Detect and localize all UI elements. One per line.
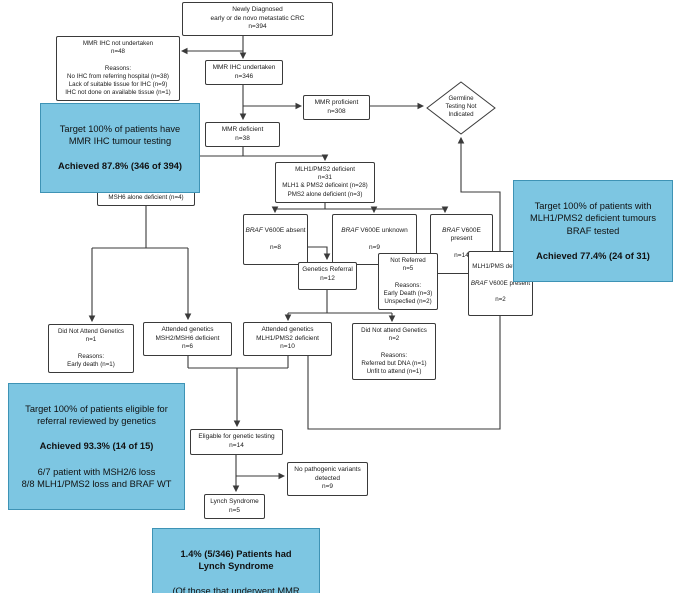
callout-genetics-review-target: Target 100% of patients eligible for ref… <box>8 383 185 511</box>
braf-unknown-count: n=9 <box>368 243 381 251</box>
connector-n2-to-diamond <box>457 136 501 260</box>
germline-decision-diamond <box>426 81 496 135</box>
node-genetics-referral: Genetics Referral n=12 <box>298 262 357 290</box>
mlh1-pms-braf-label: BRAF V600E present <box>470 279 531 287</box>
callout-detail: 6/7 patient with MSH2/6 loss 8/8 MLH1/PM… <box>21 466 172 490</box>
node-did-not-attend-2: Did Not attend Genetics n=2 Reasons: Ref… <box>352 323 436 381</box>
braf-present-label: BRAF V600E present <box>442 226 481 243</box>
callout-detail: (Of those that underwent MMR IHC tumour … <box>172 586 300 593</box>
callout-lynch-rate: 1.4% (5/346) Patients had Lynch Syndrome… <box>152 528 320 593</box>
braf-absent-count: n=8 <box>269 243 282 251</box>
node-mmr-ihc-not-undertaken: MMR IHC not undertaken n=48 Reasons: No … <box>56 36 180 102</box>
node-mmr-proficient: MMR proficient n=308 <box>303 95 370 121</box>
node-did-not-attend-1: Did Not Attend Genetics n=1 Reasons: Ear… <box>48 324 134 374</box>
node-germline-not-indicated: Germline Testing Not Indicated <box>445 95 477 119</box>
braf-present-count: n=14 <box>454 252 469 260</box>
connector-attended-to-braf-present-n2 <box>307 283 504 430</box>
callout-text: Target 100% of patients have MMR IHC tum… <box>59 123 181 147</box>
node-mmr-deficient: MMR deficient n=38 <box>205 122 280 148</box>
callout-achieved: Achieved 93.3% (14 of 15) <box>39 441 154 452</box>
node-newly-diagnosed: Newly Diagnosed early or de novo metasta… <box>182 2 333 36</box>
node-mmr-ihc-undertaken: MMR IHC undertaken n=346 <box>205 60 283 86</box>
braf-absent-label: BRAF V600E absent <box>245 226 306 234</box>
node-braf-absent: BRAF V600E absent n=8 <box>243 214 308 265</box>
callout-achieved: Achieved 77.4% (24 of 31) <box>536 250 650 261</box>
callout-achieved: Achieved 87.8% (346 of 394) <box>57 161 183 172</box>
node-not-referred: Not Referred n=5 Reasons: Early Death (n… <box>378 253 438 311</box>
node-lynch-syndrome: Lynch Syndrome n=5 <box>204 494 265 520</box>
node-no-pathogenic-variants: No pathogenic variants detected n=9 <box>287 462 368 496</box>
node-eligible: Eligable for genetic testing n=14 <box>190 429 283 455</box>
node-mlh1-pms2-deficient: MLH1/PMS2 deficient n=31 MLH1 & PMS2 def… <box>275 162 375 203</box>
callout-braf-tested-target: Target 100% of patients with MLH1/PMS2 d… <box>513 180 673 283</box>
connector-msh2-split <box>92 205 188 249</box>
mlh1-pms-count: n=2 <box>495 296 506 304</box>
callout-mmr-testing-target: Target 100% of patients have MMR IHC tum… <box>40 103 200 193</box>
braf-unknown-label: BRAF V600E unknown <box>341 226 408 234</box>
node-attended-msh2-msh6: Attended genetics MSH2/MSH6 deficient n=… <box>143 322 232 356</box>
node-attended-mlh1-pms2: Attended genetics MLH1/PMS2 deficient n=… <box>243 322 332 356</box>
callout-text: Target 100% of patients with MLH1/PMS2 d… <box>529 200 657 236</box>
callout-text: Target 100% of patients eligible for ref… <box>25 403 168 427</box>
callout-rate: 1.4% (5/346) Patients had Lynch Syndrome <box>180 548 292 572</box>
